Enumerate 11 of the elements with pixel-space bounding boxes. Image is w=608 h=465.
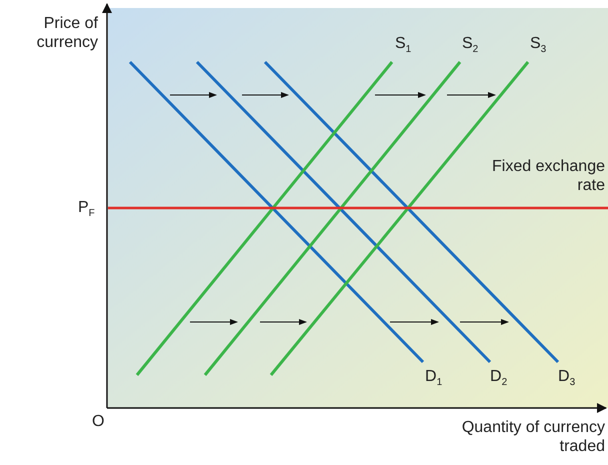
axis-label: Quantity of currency traded [460,418,605,456]
curve-label: D$_{2}$ [490,367,508,390]
curve-label: S$_{2}$ [462,34,478,58]
curve-label: D$_{1}$ [425,367,442,390]
curve-label: S$_{1}$ [395,34,412,58]
axis-value-label: P$_{F}$ [78,198,95,222]
curve-label: D$_{3}$ [558,367,576,390]
curve-label: S$_{3}$ [530,34,546,58]
origin-label: O [92,412,104,431]
line-label: Fixed exchange rate [491,157,605,195]
axis-label: Price of currency [36,14,98,52]
